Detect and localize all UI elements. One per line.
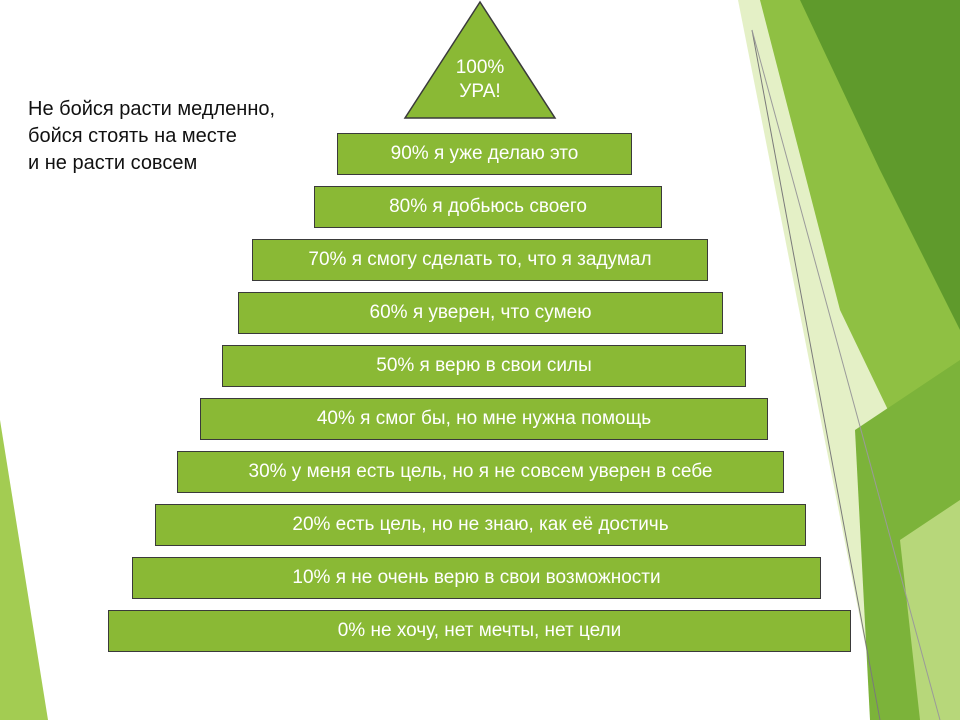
- apex-label: 100% УРА!: [430, 56, 530, 104]
- pyramid-step-0: 0% не хочу, нет мечты, нет цели: [108, 610, 851, 652]
- decor-line: [751, 29, 881, 720]
- decor-line: [751, 29, 941, 720]
- pyramid-step-50: 50% я верю в свои силы: [222, 345, 746, 387]
- quote-line: Не бойся расти медленно,: [28, 98, 276, 120]
- apex-text: УРА!: [459, 81, 501, 102]
- pyramid-step-70: 70% я смогу сделать то, что я задумал: [252, 239, 708, 281]
- motivational-quote: Не бойся расти медленно, бойся стоять на…: [28, 96, 275, 177]
- pyramid-step-40: 40% я смог бы, но мне нужна помощь: [200, 398, 768, 440]
- apex-percent: 100%: [455, 57, 505, 78]
- left-decor-triangle: [0, 420, 48, 720]
- pyramid-step-20: 20% есть цель, но не знаю, как её достич…: [155, 504, 806, 546]
- right-decor-dark-shape: [800, 0, 960, 330]
- quote-line: бойся стоять на месте: [28, 125, 237, 147]
- pyramid-step-30: 30% у меня есть цель, но я не совсем уве…: [177, 451, 784, 493]
- right-decor-bottom-light: [900, 500, 960, 720]
- apex-triangle: [403, 0, 557, 119]
- pyramid-step-90: 90% я уже делаю это: [337, 133, 632, 175]
- pyramid-step-80: 80% я добьюсь своего: [314, 186, 662, 228]
- pyramid-step-60: 60% я уверен, что сумею: [238, 292, 723, 334]
- pyramid-step-10: 10% я не очень верю в свои возможности: [132, 557, 821, 599]
- quote-line: и не расти совсем: [28, 152, 198, 174]
